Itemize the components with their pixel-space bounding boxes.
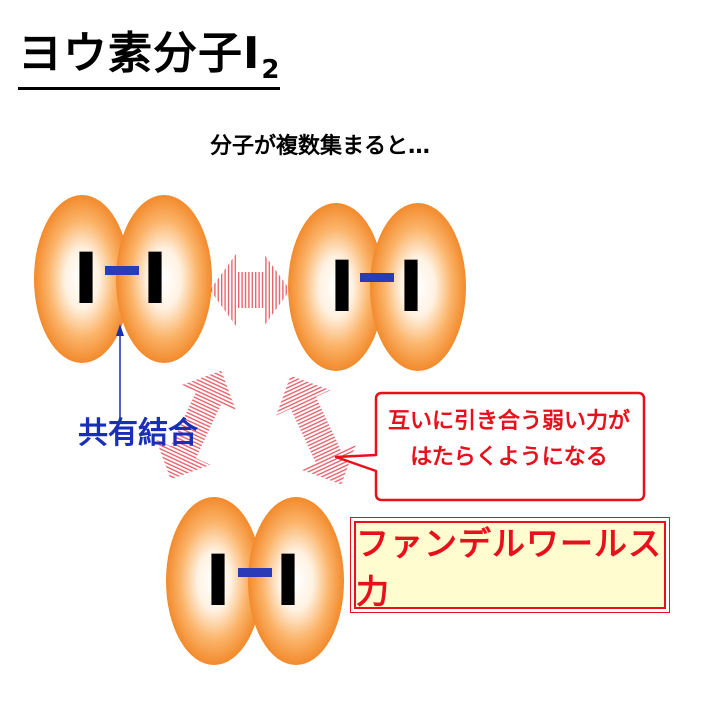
subtitle: 分子が複数集まると… — [209, 134, 430, 159]
callout-line-2: はたらくようになる — [410, 445, 608, 470]
atom-symbol: I — [275, 540, 301, 622]
atom-symbol: I — [142, 238, 168, 320]
atom-symbol: I — [73, 238, 99, 320]
atom-symbol: I — [329, 246, 355, 328]
atom-sphere — [166, 497, 262, 665]
atom-symbol: I — [398, 246, 424, 328]
bond-pointer — [116, 324, 124, 420]
atom-sphere — [34, 195, 130, 363]
atom-sphere — [288, 203, 384, 371]
atom-sphere — [370, 203, 466, 371]
callout-bubble — [334, 391, 646, 502]
page-title: ヨウ素分子I2 — [18, 28, 281, 90]
covalent-bond — [238, 568, 272, 577]
attraction-arrow-horizontal — [210, 254, 290, 326]
covalent-bond — [360, 273, 394, 282]
title-subscript: 2 — [261, 55, 281, 85]
title-text: ヨウ素分子I — [18, 28, 261, 79]
attraction-arrow-diagonal-left — [156, 370, 236, 480]
atom-sphere — [116, 195, 212, 363]
bond-label: 共有結合 — [78, 416, 198, 451]
molecule-bottom: I I — [166, 497, 344, 665]
atom-sphere — [248, 497, 344, 665]
atom-symbol: I — [205, 540, 231, 622]
van-der-waals-box: ファンデルワールス力 — [350, 517, 670, 613]
molecule-top-right: I I — [288, 203, 466, 371]
attraction-arrow-diagonal-right — [276, 375, 356, 485]
covalent-bond — [105, 266, 139, 275]
callout-line-1: 互いに引き合う弱い力が — [387, 409, 630, 434]
van-der-waals-label: ファンデルワールス力 — [356, 524, 662, 611]
molecule-top-left: I I — [34, 195, 212, 363]
callout-text: 互いに引き合う弱い力が はたらくようになる — [378, 404, 640, 476]
